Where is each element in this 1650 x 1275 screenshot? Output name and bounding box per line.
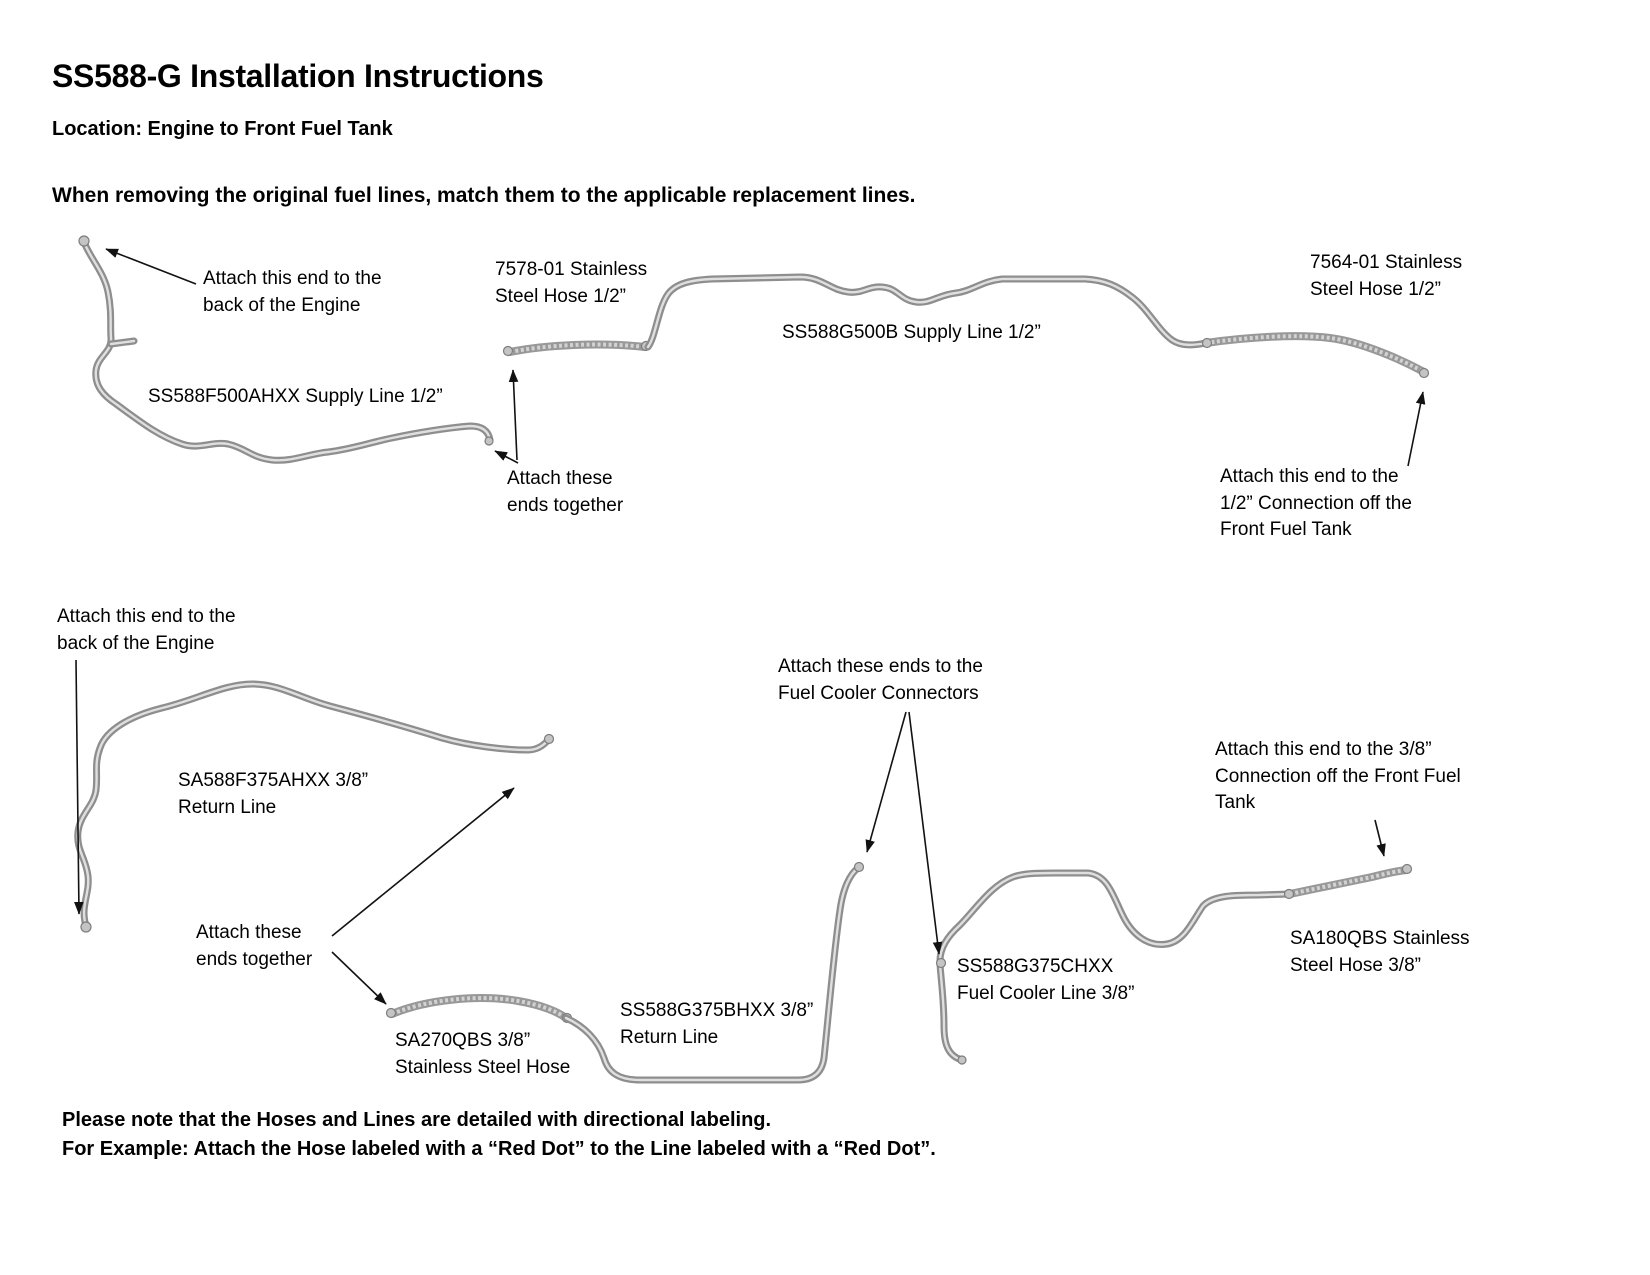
label-hose-sa180qbs: SA180QBS Stainless Steel Hose 3/8” — [1290, 928, 1470, 976]
label-return-line-sa588f375ahxx: SA588F375AHXX 3/8” Return Line — [178, 770, 369, 818]
fuel-cooler-line-ss588g375chxx-drawing — [935, 873, 1291, 1065]
label-attach-front-tank-three-eighths: Attach this end to the 3/8” Connection o… — [1215, 739, 1461, 814]
label-hose-7578-01: 7578-01 Stainless Steel Hose 1/2” — [495, 259, 648, 307]
label-attach-back-engine-2: Attach this end to the back of the Engin… — [57, 606, 236, 654]
label-supply-line-ss588f500ahxx: SS588F500AHXX Supply Line 1/2” — [148, 386, 443, 407]
label-return-line-ss588g375bhxx: SS588G375BHXX 3/8” Return Line — [620, 1000, 814, 1048]
page-title: SS588-G Installation Instructions — [52, 58, 544, 94]
callout-arrows — [74, 248, 1426, 1005]
intro-instruction: When removing the original fuel lines, m… — [52, 184, 916, 207]
label-fuel-cooler-line-ss588g375chxx: SS588G375CHXX Fuel Cooler Line 3/8” — [957, 956, 1135, 1004]
label-attach-ends-together-2: Attach these ends together — [196, 922, 313, 970]
label-hose-7564-01: 7564-01 Stainless Steel Hose 1/2” — [1310, 252, 1463, 300]
label-supply-line-ss588g500b: SS588G500B Supply Line 1/2” — [782, 322, 1041, 343]
footer-note-line2: For Example: Attach the Hose labeled wit… — [62, 1138, 936, 1160]
hose-sa270qbs-drawing — [385, 998, 573, 1024]
label-hose-sa270qbs: SA270QBS 3/8” Stainless Steel Hose — [395, 1030, 571, 1078]
return-line-sa588f375ahxx-drawing — [78, 684, 555, 933]
label-attach-front-tank-half-inch: Attach this end to the 1/2” Connection o… — [1220, 466, 1412, 541]
supply-line-ss588f500ahxx-drawing — [78, 235, 494, 460]
label-attach-back-engine-1: Attach this end to the back of the Engin… — [203, 268, 382, 316]
return-line-ss588g375bhxx-drawing — [566, 861, 865, 1081]
label-attach-fuel-cooler: Attach these ends to the Fuel Cooler Con… — [778, 656, 983, 704]
hose-7564-01-drawing — [1201, 336, 1430, 379]
label-attach-ends-together-1: Attach these ends together — [507, 468, 624, 516]
footer-note-line1: Please note that the Hoses and Lines are… — [62, 1109, 772, 1131]
hose-sa180qbs-drawing — [1283, 863, 1413, 900]
hose-7578-01-drawing — [502, 342, 652, 357]
location-subtitle: Location: Engine to Front Fuel Tank — [52, 118, 393, 140]
